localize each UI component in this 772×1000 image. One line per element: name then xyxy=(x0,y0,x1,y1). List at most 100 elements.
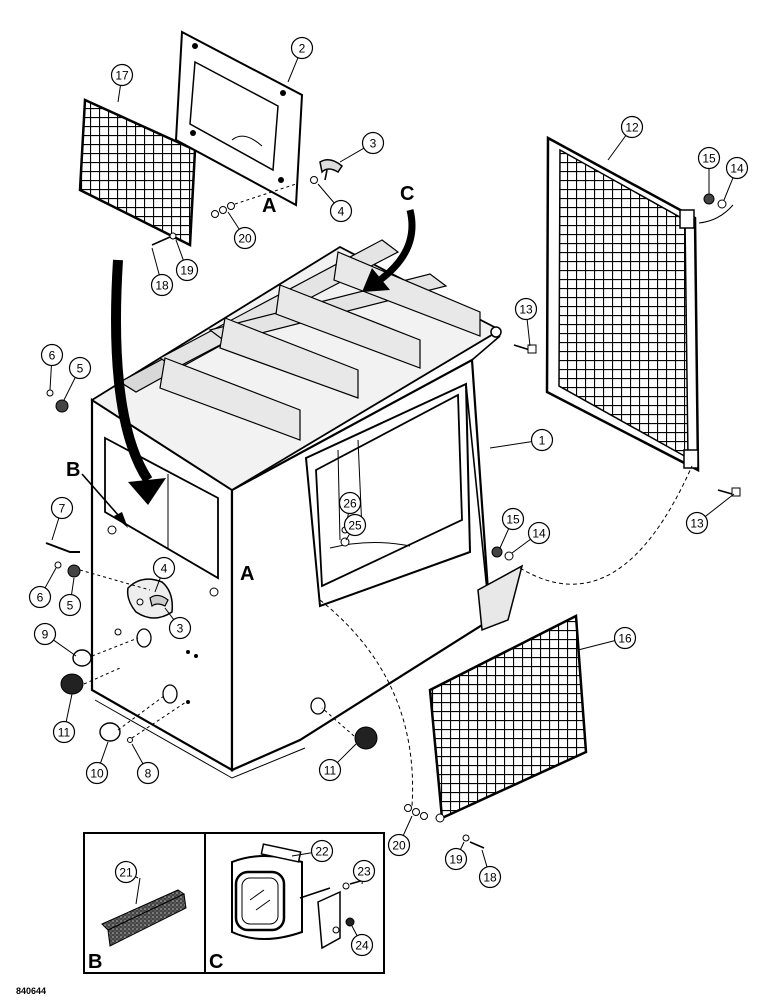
hardware-13-14-15 xyxy=(340,193,741,561)
callout-number-18: 18 xyxy=(483,871,497,885)
section-label-b-arrow: B xyxy=(66,459,80,481)
callout-circle-18 xyxy=(150,273,174,297)
callout-number-20: 20 xyxy=(392,839,406,853)
leader-line-22 xyxy=(291,852,312,857)
section-label-a-top: A xyxy=(262,195,276,217)
leader-line-14 xyxy=(723,177,734,201)
callout-number-17: 17 xyxy=(115,69,129,83)
callout-number-2: 2 xyxy=(299,42,306,56)
callout-circle-4 xyxy=(152,556,176,580)
callout-number-3: 3 xyxy=(370,137,377,151)
leader-line-2 xyxy=(287,57,299,83)
callout-circle-23 xyxy=(352,859,376,883)
leader-line-14 xyxy=(511,538,531,554)
callout-circle-4 xyxy=(329,199,353,223)
callout-circle-18 xyxy=(478,865,502,889)
callout-circle-12 xyxy=(620,115,644,139)
leader-line-8 xyxy=(131,743,144,765)
leader-line-5 xyxy=(63,377,76,401)
callout-number-13: 13 xyxy=(519,303,533,317)
hardware-bottom xyxy=(404,804,485,849)
leader-line-9 xyxy=(53,639,77,657)
callout-number-19: 19 xyxy=(180,264,194,278)
hardware-top xyxy=(151,183,297,246)
leader-line-13 xyxy=(526,319,531,347)
callout-circle-24 xyxy=(350,933,374,957)
callout-number-13: 13 xyxy=(690,517,704,531)
part-17-rear-screen xyxy=(78,98,197,247)
leader-line-11 xyxy=(65,693,73,722)
leader-line-3 xyxy=(339,147,365,163)
callout-number-3: 3 xyxy=(177,622,184,636)
callout-circle-14 xyxy=(527,521,551,545)
section-label-a-side: A xyxy=(240,563,254,585)
leader-line-13 xyxy=(704,493,735,517)
hardware-5-6-7 xyxy=(45,389,219,597)
callout-circle-17 xyxy=(110,63,134,87)
callout-number-18: 18 xyxy=(155,279,169,293)
figure-code: 840644 xyxy=(16,986,46,996)
callout-number-7: 7 xyxy=(59,502,66,516)
callout-circle-7 xyxy=(50,496,74,520)
callout-number-14: 14 xyxy=(532,527,546,541)
callout-circle-5 xyxy=(68,356,92,380)
leader-line-19 xyxy=(460,841,465,850)
part-16-side-screen xyxy=(428,614,588,823)
callout-circle-19 xyxy=(444,847,468,871)
callout-circle-1 xyxy=(530,428,554,452)
callout-circle-15 xyxy=(501,507,525,531)
callout-circle-8 xyxy=(136,761,160,785)
callout-circle-2 xyxy=(290,36,314,60)
callout-circle-9 xyxy=(33,622,57,646)
callout-circle-13 xyxy=(514,297,538,321)
callout-circle-14 xyxy=(725,156,749,180)
part-3-latch-side xyxy=(79,569,174,619)
leader-line-1 xyxy=(489,441,532,449)
callout-circle-13 xyxy=(685,511,709,535)
callout-circle-11 xyxy=(318,758,342,782)
callout-number-21: 21 xyxy=(119,866,133,880)
callout-number-6: 6 xyxy=(49,349,56,363)
callout-number-24: 24 xyxy=(355,939,369,953)
callout-circle-5 xyxy=(58,593,82,617)
leader-line-25 xyxy=(345,533,351,541)
callout-number-11: 11 xyxy=(58,726,71,740)
leader-line-20 xyxy=(402,815,413,836)
plugs xyxy=(60,637,378,750)
callout-number-15: 15 xyxy=(506,513,520,527)
part-12-large-screen xyxy=(545,135,734,473)
callout-circle-19 xyxy=(175,258,199,282)
inset-label-b: B xyxy=(88,951,102,973)
callout-circle-3 xyxy=(361,131,385,155)
callout-circle-16 xyxy=(613,626,637,650)
callout-number-14: 14 xyxy=(730,162,744,176)
leader-line-7 xyxy=(51,517,60,541)
callout-number-9: 9 xyxy=(42,628,49,642)
callout-number-19: 19 xyxy=(449,853,463,867)
leader-line-6 xyxy=(44,567,57,589)
leader-line-19 xyxy=(175,239,184,261)
callout-number-10: 10 xyxy=(90,767,104,781)
leader-line-3 xyxy=(164,607,175,620)
leader-line-12 xyxy=(607,135,627,161)
part-2-panel xyxy=(174,30,304,207)
callout-number-22: 22 xyxy=(315,845,329,859)
detail-inset: B C xyxy=(83,832,385,974)
connection-line xyxy=(319,599,414,807)
leader-line-10 xyxy=(100,741,109,764)
callout-circle-21 xyxy=(114,860,138,884)
leader-line-4 xyxy=(317,183,335,204)
callout-circle-25 xyxy=(343,513,367,537)
arrow-b xyxy=(81,259,166,528)
leader-line-24 xyxy=(351,925,358,936)
callout-number-4: 4 xyxy=(338,205,345,219)
callout-number-4: 4 xyxy=(161,562,168,576)
callout-number-12: 12 xyxy=(625,121,639,135)
callout-number-20: 20 xyxy=(238,232,252,246)
callout-number-5: 5 xyxy=(67,599,74,613)
leader-line-18 xyxy=(151,247,160,275)
callout-circle-20 xyxy=(233,226,257,250)
callout-number-11: 11 xyxy=(324,764,337,778)
callout-circle-6 xyxy=(40,343,64,367)
